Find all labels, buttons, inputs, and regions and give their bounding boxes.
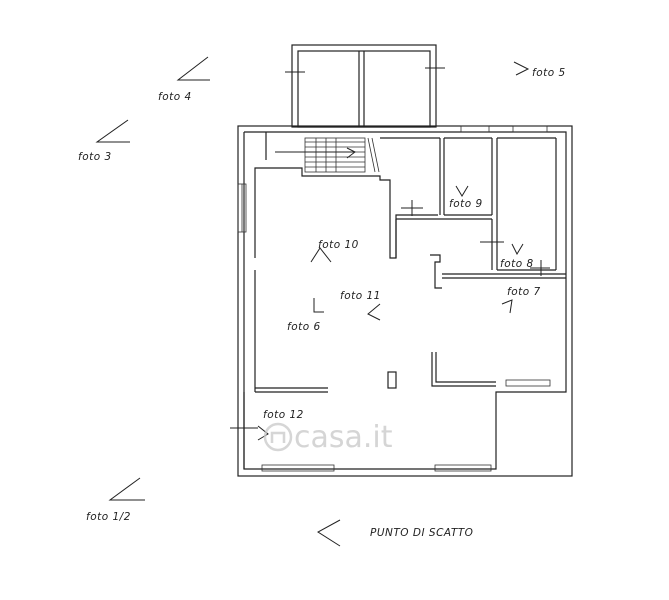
interior-walls (230, 132, 566, 469)
legend-marker (317, 519, 341, 547)
shot-marker-6 (313, 298, 324, 313)
label-foto-7: foto 7 (507, 286, 541, 298)
label-foto-1-2: foto 1/2 (86, 511, 131, 523)
shot-marker-5 (513, 61, 530, 76)
shot-marker-11 (367, 303, 381, 321)
watermark-text: casa.it (294, 420, 393, 455)
label-foto-10: foto 10 (318, 239, 359, 251)
label-foto-5: foto 5 (532, 67, 566, 79)
shot-markers (95, 56, 530, 547)
watermark-logo: casa.it (263, 420, 393, 455)
label-foto-3: foto 3 (78, 151, 112, 163)
shot-marker-12 (257, 425, 269, 441)
shot-marker-1-2 (108, 477, 145, 501)
label-foto-9: foto 9 (449, 198, 483, 210)
shot-marker-10 (310, 247, 332, 263)
staircase (275, 137, 380, 173)
shot-marker-7 (501, 299, 513, 314)
shot-marker-9 (455, 185, 469, 197)
label-foto-8: foto 8 (500, 258, 534, 270)
label-foto-12: foto 12 (263, 409, 304, 421)
label-foto-4: foto 4 (158, 91, 192, 103)
shot-marker-8 (511, 243, 524, 256)
legend-label: PUNTO DI SCATTO (370, 527, 473, 539)
top-rooms (285, 44, 445, 128)
labels: foto 4 foto 5 foto 3 foto 9 foto 10 foto… (78, 67, 566, 539)
label-foto-6: foto 6 (287, 321, 321, 333)
shot-marker-3 (95, 119, 130, 143)
shot-marker-4 (176, 56, 210, 81)
outer-walls (237, 125, 573, 477)
label-foto-11: foto 11 (340, 290, 381, 302)
